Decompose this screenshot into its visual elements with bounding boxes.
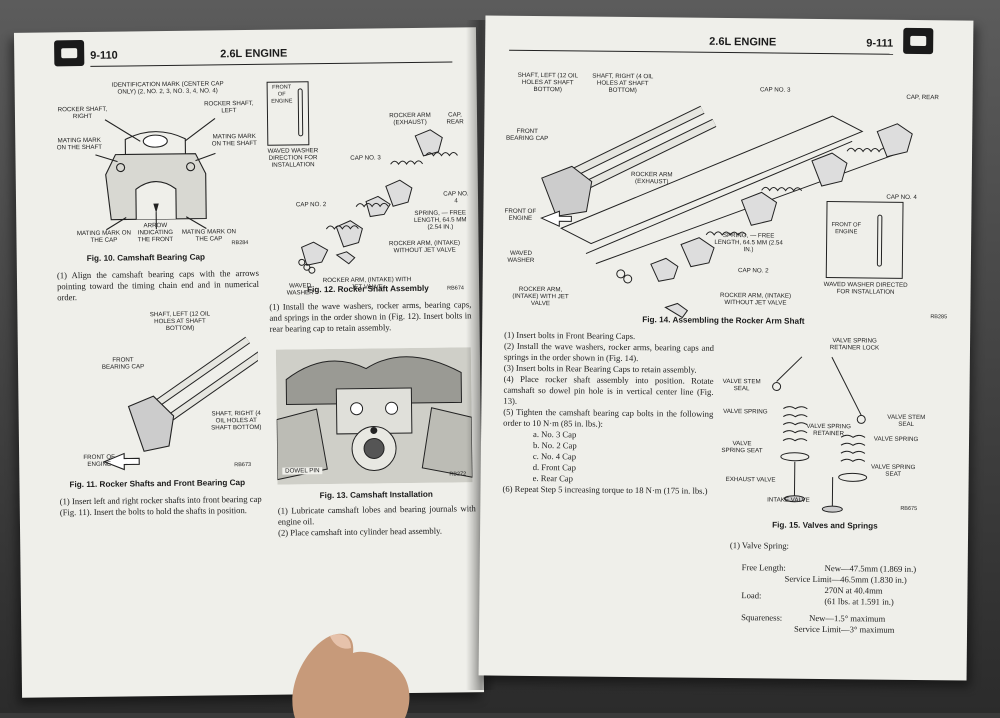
- fig10-label-mating-shaft-left: MATING MARK ON THE SHAFT: [55, 137, 103, 152]
- fig15-label-intake-valve: INTAKE VALVE: [758, 496, 818, 504]
- fig14-label-intake-with: ROCKER ARM, (INTAKE) WITH JET VALVE: [505, 286, 575, 308]
- fig14-label-cap-rear: CAP, REAR: [898, 94, 948, 102]
- figure-14: SHAFT, LEFT (12 OIL HOLES AT SHAFT BOTTO…: [500, 68, 963, 323]
- paragraph-fig13-1: (1) Lubricate camshaft lobes and bearing…: [278, 503, 476, 527]
- fig14-label-intake-without: ROCKER ARM, (INTAKE) WITHOUT JET VALVE: [710, 292, 800, 307]
- header-title: 2.6L ENGINE: [709, 36, 776, 49]
- fig15-label-seat-right: VALVE SPRING SEAT: [871, 464, 916, 478]
- fig11-label-front-engine: FRONT OF ENGINE: [79, 454, 119, 468]
- camshaft-installation-drawing: [276, 347, 473, 484]
- fig13-ref: RB272: [449, 471, 466, 477]
- page-number: 9-110: [90, 50, 118, 62]
- fig12-label-rocker-exhaust: ROCKER ARM (EXHAUST): [380, 112, 440, 127]
- fig11-label-shaft-right: SHAFT, RIGHT (4 OIL HOLES AT SHAFT BOTTO…: [209, 410, 264, 432]
- fig11-ref: RB673: [234, 462, 251, 468]
- load-value-imperial: (61 lbs. at 1.591 in.): [824, 596, 894, 608]
- fig15-label-stem-seal-left: VALVE STEM SEAL: [722, 378, 762, 392]
- fig15-label-retainer-lock: VALVE SPRING RETAINER LOCK: [817, 337, 892, 352]
- fig15-label-seat-left: VALVE SPRING SEAT: [721, 440, 763, 454]
- fig14-label-cap3: CAP NO. 3: [753, 86, 798, 93]
- fig14-ref: RB285: [930, 314, 947, 320]
- paragraph-fig12: (1) Install the wave washers, rocker arm…: [269, 299, 471, 334]
- load-value-metric: 270N at 40.4mm: [824, 585, 882, 597]
- fig15-caption: Fig. 15. Valves and Springs: [772, 520, 878, 530]
- page-number: 9-111: [866, 37, 893, 49]
- paragraph-fig10: (1) Align the camshaft bearing caps with…: [57, 268, 259, 303]
- fig15-ref: RB675: [900, 506, 917, 512]
- step-6: (6) Repeat Step 5 increasing torque to 1…: [502, 484, 712, 497]
- page-header: 2.6L ENGINE 9-111: [509, 30, 893, 55]
- fig14-label-shaft-right: SHAFT, RIGHT (4 OIL HOLES AT SHAFT BOTTO…: [588, 73, 658, 95]
- free-length-limit: Service Limit—46.5mm (1.830 in.): [785, 574, 907, 586]
- thumb-image: [275, 628, 425, 718]
- fig12-ref: RB674: [447, 285, 464, 291]
- rocker-shafts-drawing: [57, 310, 259, 472]
- fig10-label-mating-shaft-right: MATING MARK ON THE SHAFT: [210, 133, 258, 148]
- steps-list: (1) Insert bolts in Front Bearing Caps. …: [502, 330, 714, 497]
- step-4: (4) Place rocker shaft assembly into pos…: [503, 374, 713, 409]
- fig14-label-rocker-exhaust: ROCKER ARM (EXHAUST): [627, 171, 677, 186]
- fig15-label-valve-spring-left: VALVE SPRING: [721, 408, 769, 416]
- engine-icon: [54, 40, 84, 66]
- fig10-label-arrow-front: ARROW INDICATING THE FRONT: [134, 222, 176, 244]
- fig14-label-spring: SPRING, — FREE LENGTH, 64.5 mm (2.54 IN.…: [711, 232, 786, 254]
- fig14-label-cap4: CAP NO. 4: [877, 194, 927, 202]
- paragraph-fig11: (1) Insert left and right rocker shafts …: [60, 494, 262, 518]
- fig14-label-shaft-left: SHAFT, LEFT (12 OIL HOLES AT SHAFT BOTTO…: [513, 72, 583, 94]
- fig14-label-front-cap: FRONT BEARING CAP: [502, 128, 552, 143]
- fig10-label-rocker-left: ROCKER SHAFT, LEFT: [203, 100, 255, 115]
- header-title: 2.6L ENGINE: [220, 48, 287, 61]
- fig12-label-cap2: CAP NO. 2: [291, 201, 331, 208]
- fig12-label-cap3: CAP NO. 3: [345, 154, 385, 161]
- fig13-label-dowel-pin: DOWEL PIN: [282, 467, 322, 474]
- step-2: (2) Install the wave washers, rocker arm…: [504, 341, 714, 365]
- fig10-label-id-mark: IDENTIFICATION MARK (CENTER CAP ONLY) (2…: [103, 80, 233, 96]
- squareness-label: Squareness:: [741, 612, 782, 623]
- fig12-label-intake-without: ROCKER ARM, (INTAKE) WITHOUT JET VALVE: [385, 239, 465, 254]
- fig14-label-cap2: CAP NO. 2: [731, 267, 776, 274]
- fig10-caption: Fig. 10. Camshaft Bearing Cap: [87, 253, 205, 263]
- squareness-new: New—1.5° maximum: [809, 613, 885, 625]
- fig14-caption: Fig. 14. Assembling the Rocker Arm Shaft: [642, 315, 804, 326]
- fig14-box-label-front-engine: FRONT OF ENGINE: [830, 222, 862, 236]
- fig15-label-exhaust-valve: EXHAUST VALVE: [721, 476, 781, 484]
- right-page: 2.6L ENGINE 9-111: [479, 15, 974, 680]
- fig11-label-front-cap: FRONT BEARING CAP: [98, 356, 148, 371]
- fig10-label-mating-cap-left: MATING MARK ON THE CAP: [76, 229, 131, 244]
- figure-11: SHAFT, LEFT (12 OIL HOLES AT SHAFT BOTTO…: [57, 310, 259, 472]
- waved-washer-direction-box: FRONT OF ENGINE: [826, 201, 904, 279]
- figure-12: FRONT OF ENGINE WAVED WASHER DIRECTION F…: [265, 75, 472, 277]
- load-label: Load:: [741, 590, 761, 601]
- fig11-label-shaft-left: SHAFT, LEFT (12 OIL HOLES AT SHAFT BOTTO…: [147, 310, 212, 332]
- left-page: 9-110 2.6L ENGINE IDENTIFICATION MARK (C…: [14, 27, 484, 698]
- figure-10: IDENTIFICATION MARK (CENTER CAP ONLY) (2…: [55, 78, 257, 250]
- fig10-label-rocker-right: ROCKER SHAFT, RIGHT: [55, 106, 110, 121]
- step-5: (5) Tighten the camshaft bearing cap bol…: [503, 407, 713, 431]
- fig13-caption: Fig. 13. Camshaft Installation: [320, 490, 433, 500]
- fig14-label-front-engine: FRONT OF ENGINE: [501, 208, 539, 222]
- fig14-label-waved: WAVED WASHER: [501, 250, 541, 264]
- fig15-label-retainer: VALVE SPRING RETAINER: [806, 423, 851, 437]
- spec-title: (1) Valve Spring:: [730, 540, 789, 552]
- fig12-caption: Fig. 12. Rocker Shaft Assembly: [307, 284, 429, 294]
- figure-13: DOWEL PIN RB272: [276, 347, 473, 484]
- valve-spring-specs: (1) Valve Spring: Free Length: New—47.5m…: [729, 540, 960, 652]
- figure-15: VALVE SPRING RETAINER LOCK VALVE STEM SE…: [720, 336, 927, 518]
- fig12-label-spring: SPRING, — FREE LENGTH, 64.5 mm (2.54 IN.…: [411, 209, 469, 231]
- fig15-label-stem-seal-right: VALVE STEM SEAL: [886, 414, 926, 428]
- fig14-label-waved-direction: WAVED WASHER DIRECTED FOR INSTALLATION: [821, 281, 911, 296]
- paragraph-fig13-2: (2) Place camshaft into cylinder head as…: [278, 525, 476, 538]
- fig15-label-valve-spring-right: VALVE SPRING: [871, 436, 921, 444]
- fig10-label-mating-cap-right: MATING MARK ON THE CAP: [181, 228, 236, 243]
- fig11-caption: Fig. 11. Rocker Shafts and Front Bearing…: [69, 478, 245, 489]
- squareness-limit: Service Limit—3° maximum: [794, 624, 894, 636]
- page-header: 9-110 2.6L ENGINE: [90, 41, 452, 66]
- fig10-ref: RB284: [232, 240, 249, 246]
- free-length-label: Free Length:: [742, 562, 786, 573]
- engine-icon: [903, 28, 933, 54]
